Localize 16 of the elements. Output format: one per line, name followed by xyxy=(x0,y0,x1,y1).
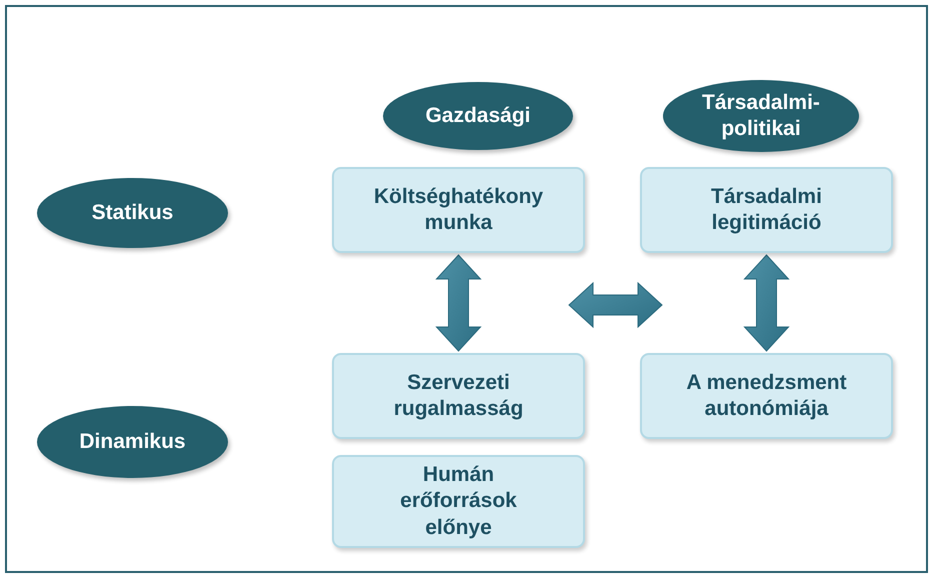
label-text: Gazdasági xyxy=(425,102,531,129)
concept-box xyxy=(640,167,893,253)
label-text: Statikus xyxy=(92,200,174,226)
label-text: Szervezeti rugalmasság xyxy=(392,370,524,422)
label-text: Költséghatékony munka xyxy=(372,184,544,236)
concept-box xyxy=(332,455,585,548)
label-text: Humán erőforrások előnye xyxy=(399,462,518,541)
concept-box xyxy=(332,353,585,439)
label-text: Társadalmi legitimáció xyxy=(710,184,823,236)
label-text: A menedzsment autonómiája xyxy=(685,370,848,422)
label-text: Társadalmi-politikai xyxy=(701,90,821,142)
label-text: Dinamikus xyxy=(79,428,186,455)
concept-box xyxy=(332,167,585,253)
concept-box xyxy=(640,353,893,439)
block-arrow xyxy=(435,254,482,352)
block-arrow xyxy=(743,254,790,352)
